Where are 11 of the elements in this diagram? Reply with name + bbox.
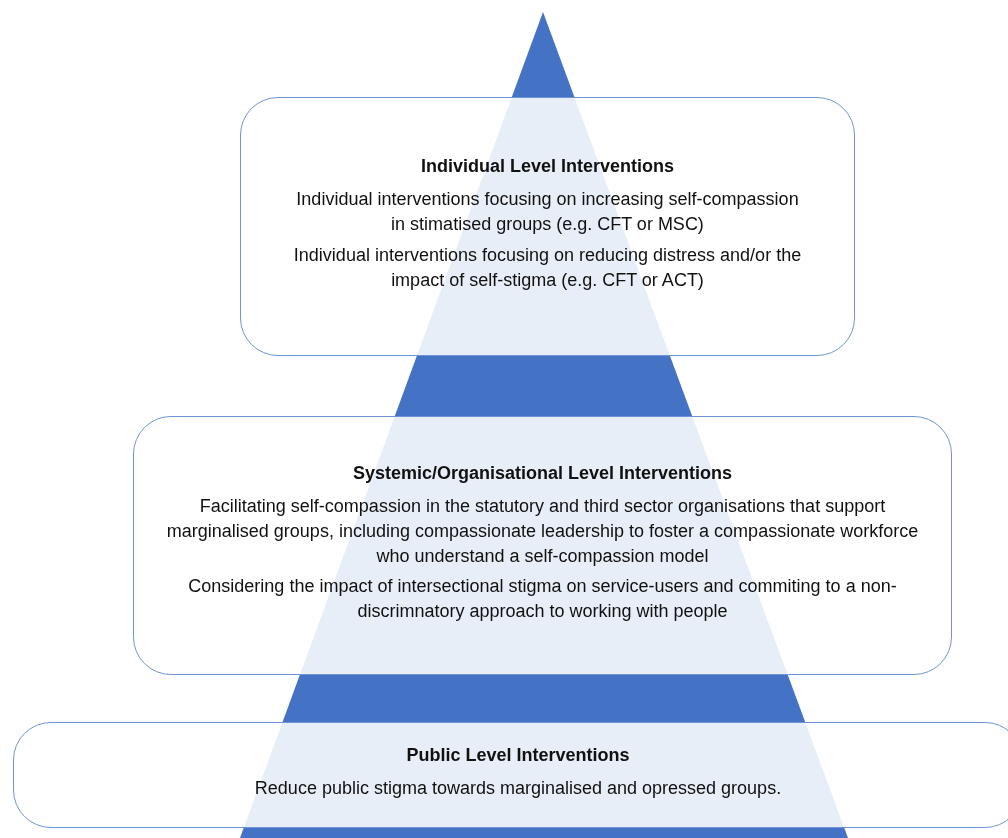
intervention-text: Reduce public stigma towards marginalised and opressed groups.: [254, 777, 782, 800]
level-heading: Systemic/Organisational Level Interventions: [352, 462, 733, 485]
intervention-text: Considering the impact of intersectional stigma on service-users and commiting to a non-discrimnatory approach to working with people: [187, 575, 898, 624]
level-box: [133, 416, 952, 675]
level-box: [13, 722, 1008, 828]
level-heading: Public Level Interventions: [406, 744, 630, 768]
intervention-text: Individual interventions focusing on reducing distress and/or the impact of self-stigma (e.g. CFT or ACT): [292, 243, 803, 292]
level-heading: Individual Level Interventions: [420, 155, 675, 179]
intervention-text: Individual interventions focusing on increasing self-compassion in stimatised groups (e.g. CFT or MSC): [295, 188, 800, 237]
intervention-text: Facilitating self-compassion in the statutory and third sector organisations that support marginalised groups, including compassionate leadership to foster a compassionate workforce who understand a self-compassion model: [165, 494, 920, 568]
level-box: [240, 97, 855, 356]
